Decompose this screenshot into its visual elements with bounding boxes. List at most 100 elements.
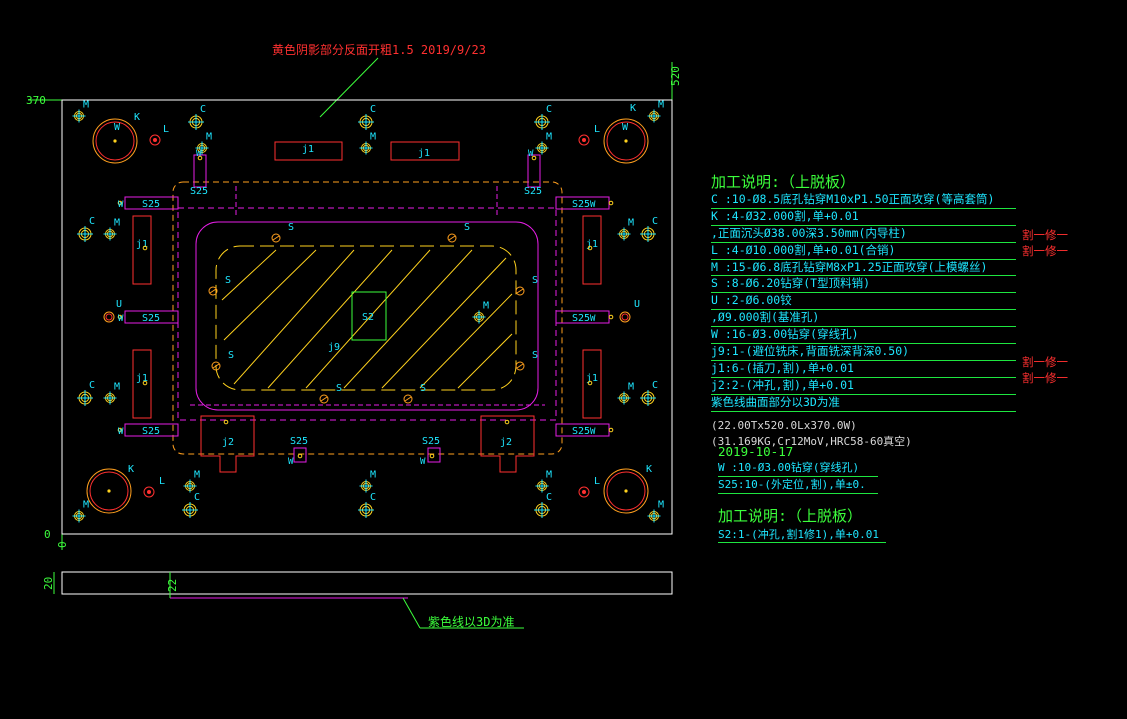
m-hole: M	[195, 132, 212, 155]
svg-text:M: M	[114, 382, 120, 393]
svg-text:M: M	[83, 100, 89, 111]
notes-line: j9:1-(避位铣床,背面铣深背深0.50)	[711, 344, 1016, 361]
svg-text:C: C	[652, 216, 658, 227]
w-label: W	[420, 457, 426, 467]
svg-text:L: L	[594, 124, 600, 135]
m-hole: M	[535, 470, 552, 493]
svg-text:C: C	[194, 492, 200, 503]
notes-line: 紫色线曲面部分以3D为准	[711, 395, 1016, 412]
w-label: W	[590, 314, 596, 324]
bottom-note-leader	[402, 597, 421, 629]
svg-text:C: C	[200, 104, 206, 115]
s-pin: S	[447, 222, 470, 243]
svg-text:K: K	[134, 112, 140, 123]
w-label: W	[196, 149, 202, 159]
hatch-lines	[221, 249, 513, 389]
svg-text:S: S	[532, 350, 538, 361]
w-label: W	[118, 314, 124, 324]
u-holes	[103, 311, 631, 323]
j2-label: j2	[222, 437, 234, 448]
svg-text:U: U	[116, 299, 122, 310]
m-hole: M	[359, 132, 376, 155]
svg-text:C: C	[546, 492, 552, 503]
s-pin: S	[271, 222, 294, 243]
w-hole	[197, 155, 203, 161]
svg-text:L: L	[163, 124, 169, 135]
s-pin: S	[515, 275, 538, 296]
c-hole: C	[358, 104, 376, 130]
c-hole: C	[182, 492, 200, 518]
s-pin: S	[211, 350, 234, 371]
dim-370: 370	[26, 94, 46, 107]
svg-text:S: S	[464, 222, 470, 233]
svg-text:S25: S25	[190, 186, 208, 197]
c-hole: C	[640, 216, 658, 242]
svg-text:M: M	[546, 132, 552, 143]
j9-label: j9	[328, 342, 340, 353]
m-hole: M	[72, 100, 89, 123]
notes-line: j2:2-(冲孔,割),单+0.01	[711, 378, 1016, 395]
orange-dashed-boundary	[172, 181, 563, 455]
notes-line: W :16-Ø3.00钻穿(穿线孔)	[711, 327, 1016, 345]
svg-text:C: C	[546, 104, 552, 115]
svg-text:M: M	[370, 470, 376, 481]
svg-text:S: S	[228, 350, 234, 361]
svg-text:M: M	[658, 100, 664, 111]
m-hole: M	[103, 218, 120, 241]
c-hole: C	[358, 492, 376, 518]
svg-text:C: C	[370, 492, 376, 503]
machining-notes: 加工说明:（上脱板） C :10-Ø8.5底孔钻穿M10xP1.50正面攻穿(等…	[711, 172, 1031, 450]
svg-text:U: U	[634, 299, 640, 310]
red-mark: 割一修一	[1022, 355, 1068, 369]
s25-labels: S25 S25 S25 S25 S25 S25 S25 S25 S25 S25	[142, 186, 590, 447]
m-hole: M	[72, 500, 89, 523]
j2-slot-left	[200, 415, 255, 473]
j1-slot-top-left	[274, 141, 343, 161]
notes-lines: C :10-Ø8.5底孔钻穿M10xP1.50正面攻穿(等高套筒)K :4-Ø3…	[711, 192, 1031, 412]
svg-text:S25: S25	[572, 313, 590, 324]
svg-text:W: W	[622, 122, 629, 133]
notes-line: ,正面沉头Ø38.00深3.50mm(内导柱)	[711, 226, 1016, 243]
svg-text:S: S	[288, 222, 294, 233]
k-labels: K K K K W W	[114, 103, 652, 475]
s-pin: S	[403, 383, 426, 404]
j1-label: j1	[302, 144, 314, 155]
w-hole	[297, 453, 303, 459]
svg-text:M: M	[114, 218, 120, 229]
svg-text:S: S	[336, 383, 342, 394]
s-pin: S	[515, 350, 538, 371]
w-hole	[587, 380, 593, 386]
w-label: W	[288, 457, 294, 467]
j1-slot-right-upper	[582, 215, 602, 285]
c-hole: C	[640, 380, 658, 406]
notes-line: ,Ø9.000割(基准孔)	[711, 310, 1016, 328]
w-hole	[608, 314, 614, 320]
j1-label: j1	[586, 239, 598, 250]
m-hole: M	[103, 382, 120, 405]
svg-text:S25: S25	[142, 199, 160, 210]
notes-line: K :4-Ø32.000割,单+0.01	[711, 209, 1016, 226]
j2-label: j2	[500, 437, 512, 448]
m-hole: M	[647, 500, 664, 523]
svg-text:M: M	[483, 301, 489, 312]
w-label: W	[118, 200, 124, 210]
w-hole	[587, 245, 593, 251]
notes-section3: S2:1-(冲孔,割1修1),单+0.01	[718, 526, 886, 543]
red-mark: 割一修一	[1022, 228, 1068, 242]
svg-text:M: M	[370, 132, 376, 143]
notes-section2-line: S25:10-(外定位,割),单±0.	[718, 477, 878, 494]
w-hole	[429, 453, 435, 459]
svg-text:S25: S25	[524, 186, 542, 197]
svg-text:C: C	[89, 380, 95, 391]
dim-520: 520	[669, 66, 682, 86]
c-hole: C	[188, 104, 206, 130]
w-label: W	[590, 427, 596, 437]
top-note-leader	[319, 57, 379, 118]
notes-date: 2019-10-17	[718, 444, 794, 459]
m-hole: M	[183, 470, 200, 493]
svg-text:C: C	[652, 380, 658, 391]
svg-text:L: L	[594, 476, 600, 487]
